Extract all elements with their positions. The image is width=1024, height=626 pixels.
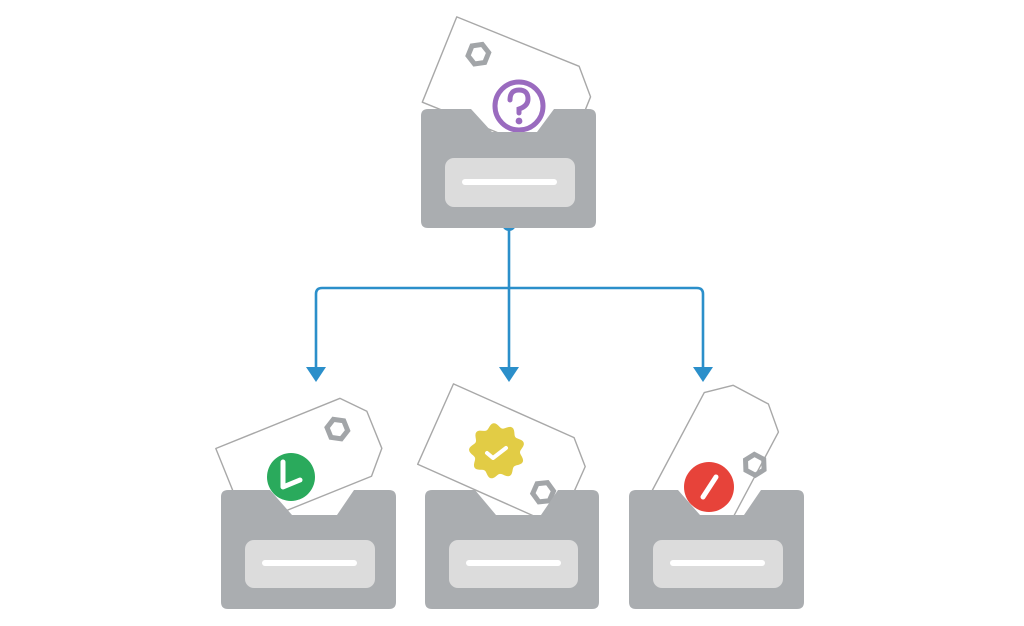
checkmark-badge-icon: [267, 453, 315, 501]
target-folder-left-group: [215, 397, 396, 609]
arrowhead-right: [693, 367, 713, 382]
connector-horizontal: [314, 286, 705, 368]
arrowhead-center: [499, 367, 519, 382]
hex-icon: [324, 416, 351, 442]
question-badge-icon: [492, 79, 546, 133]
source-folder-group: [421, 16, 596, 228]
target-folder-center-group: [416, 383, 599, 609]
arrowhead-left: [306, 367, 326, 382]
verified-seal-badge-icon: [469, 423, 524, 479]
seal-shape: [469, 423, 524, 479]
slash-badge-icon: [684, 462, 734, 512]
hex-icon: [529, 480, 557, 505]
hex-icon: [742, 451, 767, 479]
hex-icon: [465, 41, 492, 67]
target-folder-right-group: [629, 384, 804, 609]
connector-tree: [306, 217, 713, 382]
